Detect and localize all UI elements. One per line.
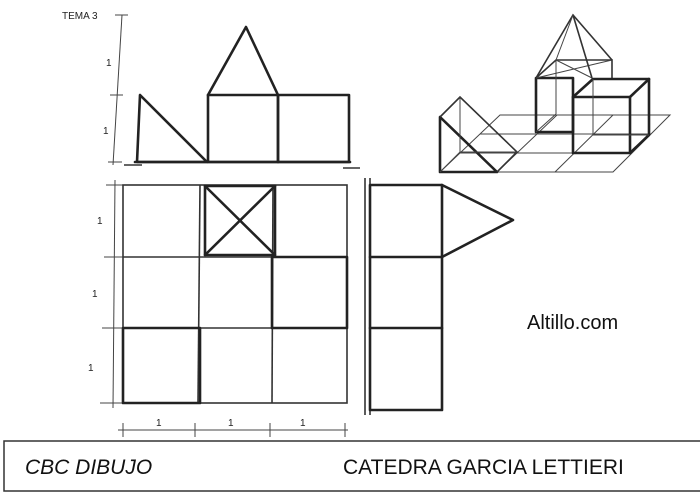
footer-chair: CATEDRA GARCIA LETTIERI (343, 456, 624, 479)
dim-label: 1 (106, 58, 112, 69)
box-elevation (206, 93, 280, 164)
topic-label: TEMA 3 (62, 11, 98, 22)
box-elevation (276, 93, 351, 164)
dim-label: 1 (156, 418, 162, 429)
triangle-prism-elevation (135, 93, 209, 164)
plan-view: 1 1 1 1 1 1 (88, 179, 349, 437)
watermark: Altillo.com (527, 312, 618, 334)
dim-label: 1 (300, 418, 306, 429)
isometric-view (438, 13, 672, 174)
footer-course: CBC DIBUJO (25, 456, 152, 479)
dim-label: 1 (92, 289, 98, 300)
dim-label: 1 (88, 363, 94, 374)
dim-label: 1 (228, 418, 234, 429)
title-block: CBC DIBUJO CATEDRA GARCIA LETTIERI (3, 440, 700, 492)
pyramid-plan (203, 184, 277, 257)
side-view (364, 178, 515, 415)
dim-label: 1 (103, 126, 109, 137)
pyramid-elevation (206, 25, 280, 97)
dim-label: 1 (97, 216, 103, 227)
vertical-dimension-line (112, 14, 123, 166)
front-elevation: TEMA 3 1 1 (62, 11, 360, 169)
